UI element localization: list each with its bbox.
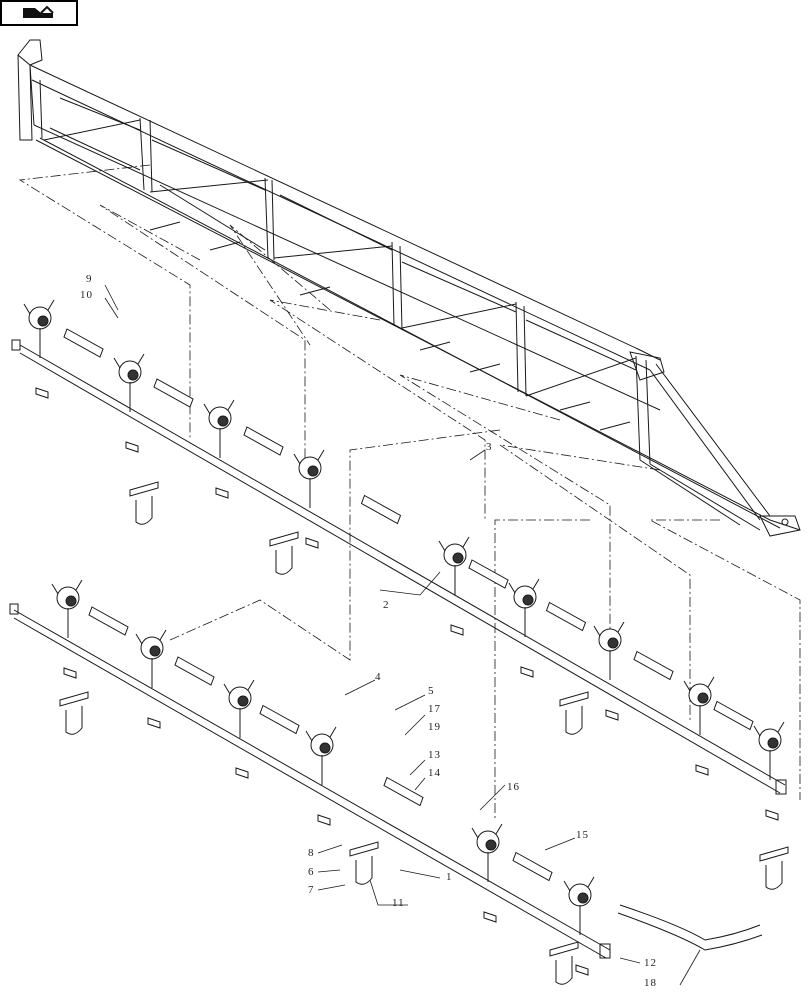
callout-18: 18	[644, 977, 657, 989]
nozzle-body	[23, 299, 55, 399]
hose-segment	[633, 650, 674, 681]
callout-16: 16	[507, 781, 520, 793]
callout-7: 7	[308, 884, 315, 896]
callout-6: 6	[308, 866, 315, 878]
callout-2: 2	[383, 599, 390, 611]
hose-segment	[545, 601, 587, 632]
callout-12: 12	[644, 957, 657, 969]
u-bolt-bracket	[559, 691, 589, 735]
u-bolt-bracket	[129, 481, 159, 525]
callout-10: 10	[80, 289, 93, 301]
page-nav-button[interactable]	[0, 0, 78, 26]
leader-lines	[18, 164, 801, 820]
callout-11: 11	[392, 897, 405, 909]
u-bolt-bracket	[59, 691, 89, 735]
mounting-clamp	[305, 537, 319, 549]
callout-5: 5	[428, 685, 435, 697]
hose-segment	[360, 494, 402, 525]
nozzle-body	[113, 353, 145, 453]
callout-19: 19	[428, 721, 441, 733]
nozzle-body	[51, 579, 83, 679]
mounting-clamp	[63, 667, 77, 679]
nozzle-body	[305, 726, 337, 826]
u-bolt-bracket	[349, 841, 379, 885]
mounting-clamp	[35, 387, 49, 399]
mounting-clamp	[765, 809, 779, 821]
nozzle-body	[471, 823, 503, 923]
mounting-clamp	[520, 666, 534, 678]
callout-17: 17	[428, 703, 441, 715]
callout-leaders	[104, 284, 701, 986]
hose-segment	[63, 328, 104, 358]
hose-segment	[153, 378, 194, 408]
u-bolt-bracket	[269, 531, 299, 575]
nozzle-body	[223, 679, 255, 779]
nozzle-body	[683, 676, 715, 776]
callout-14: 14	[428, 767, 441, 779]
callout-8: 8	[308, 847, 315, 859]
mounting-clamp	[215, 487, 229, 499]
mounting-clamp	[235, 767, 249, 779]
mounting-clamp	[450, 624, 464, 636]
u-bolt-bracket	[549, 941, 579, 985]
callout-3: 3	[486, 441, 493, 453]
nozzle-body	[293, 449, 325, 549]
nozzle-body	[563, 876, 595, 976]
mounting-clamp	[125, 441, 139, 453]
callout-15: 15	[576, 829, 589, 841]
boom-tube-2	[11, 339, 787, 795]
hose-segment	[383, 776, 424, 807]
callout-4: 4	[375, 671, 382, 683]
nozzle-body	[438, 536, 470, 636]
u-bolt-bracket	[759, 846, 789, 890]
mounting-clamp	[317, 814, 331, 826]
mounting-clamp	[483, 911, 497, 923]
hose-segment	[468, 559, 509, 589]
callout-1: 1	[446, 871, 453, 883]
mounting-clamp	[605, 709, 619, 721]
hose-segment	[88, 606, 129, 636]
boom-frame	[17, 39, 801, 537]
nozzle-body	[753, 721, 785, 821]
boom-tube-1	[9, 603, 611, 959]
hose	[617, 904, 763, 951]
hose-segment	[713, 700, 754, 731]
nozzle-body	[203, 399, 235, 499]
nozzle-body	[508, 578, 540, 678]
mounting-clamp	[695, 764, 709, 776]
hose-segment	[512, 851, 553, 882]
mounting-clamp	[575, 964, 589, 976]
nozzle-body	[593, 621, 625, 721]
mounting-clamp	[147, 717, 161, 729]
hose-segment	[243, 426, 284, 456]
hose-segment	[174, 656, 215, 686]
callout-13: 13	[428, 749, 441, 761]
page-turn-icon	[23, 5, 54, 18]
callout-9: 9	[86, 273, 93, 285]
nozzle-body	[135, 629, 167, 729]
hose-segment	[259, 704, 300, 735]
